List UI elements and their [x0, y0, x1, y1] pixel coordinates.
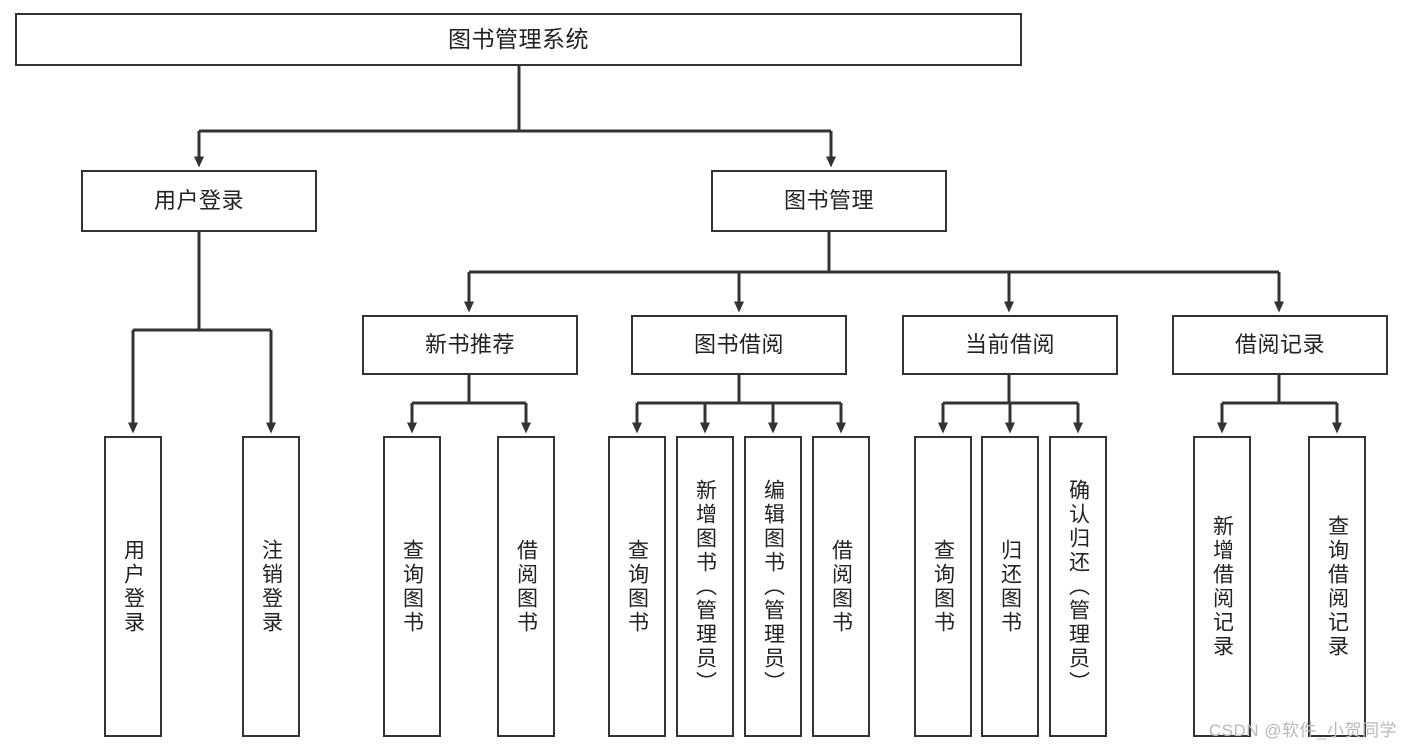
node-label: 用户登录 — [121, 538, 145, 635]
leaf-current-confirm-return[interactable]: 确认归还（管理员） — [1049, 436, 1107, 737]
node-label: 借阅图书 — [514, 538, 538, 635]
node-user-login[interactable]: 用户登录 — [81, 170, 317, 232]
node-label: 新书推荐 — [424, 331, 515, 357]
node-current-borrow[interactable]: 当前借阅 — [902, 315, 1118, 375]
leaf-current-return-book[interactable]: 归还图书 — [981, 436, 1039, 737]
node-label: 新增借阅记录 — [1210, 514, 1234, 659]
node-label: 注销登录 — [259, 538, 283, 635]
node-new-book-recommend[interactable]: 新书推荐 — [362, 315, 578, 375]
node-label: 当前借阅 — [964, 331, 1055, 357]
leaf-logout[interactable]: 注销登录 — [242, 436, 300, 737]
node-label: 确认归还（管理员） — [1066, 478, 1090, 695]
leaf-record-query[interactable]: 查询借阅记录 — [1308, 436, 1366, 737]
watermark-text: CSDN @软件_小贺同学 — [1208, 721, 1397, 740]
node-label: 用户登录 — [153, 187, 244, 213]
node-label: 新增图书（管理员） — [693, 478, 717, 695]
node-book-management[interactable]: 图书管理 — [711, 170, 947, 232]
node-book-borrow[interactable]: 图书借阅 — [631, 315, 847, 375]
node-label: 查询借阅记录 — [1325, 514, 1349, 659]
leaf-borrow-borrow-book[interactable]: 借阅图书 — [812, 436, 870, 737]
leaf-new-book-borrow[interactable]: 借阅图书 — [497, 436, 555, 737]
node-label: 查询图书 — [625, 538, 649, 635]
node-label: 图书借阅 — [693, 331, 784, 357]
node-label: 编辑图书（管理员） — [761, 478, 785, 695]
leaf-current-query-book[interactable]: 查询图书 — [914, 436, 972, 737]
leaf-new-book-query[interactable]: 查询图书 — [383, 436, 441, 737]
node-label: 借阅记录 — [1234, 331, 1325, 357]
leaf-user-login[interactable]: 用户登录 — [104, 436, 162, 737]
node-borrow-record[interactable]: 借阅记录 — [1172, 315, 1388, 375]
node-label: 图书管理系统 — [448, 25, 589, 52]
node-root-system[interactable]: 图书管理系统 — [15, 13, 1022, 66]
leaf-borrow-query-book[interactable]: 查询图书 — [608, 436, 666, 737]
node-label: 查询图书 — [931, 538, 955, 635]
node-label: 查询图书 — [400, 538, 424, 635]
node-label: 图书管理 — [783, 187, 874, 213]
node-label: 归还图书 — [998, 538, 1022, 635]
node-label: 借阅图书 — [829, 538, 853, 635]
leaf-borrow-add-book[interactable]: 新增图书（管理员） — [676, 436, 734, 737]
leaf-record-add[interactable]: 新增借阅记录 — [1193, 436, 1251, 737]
leaf-borrow-edit-book[interactable]: 编辑图书（管理员） — [744, 436, 802, 737]
